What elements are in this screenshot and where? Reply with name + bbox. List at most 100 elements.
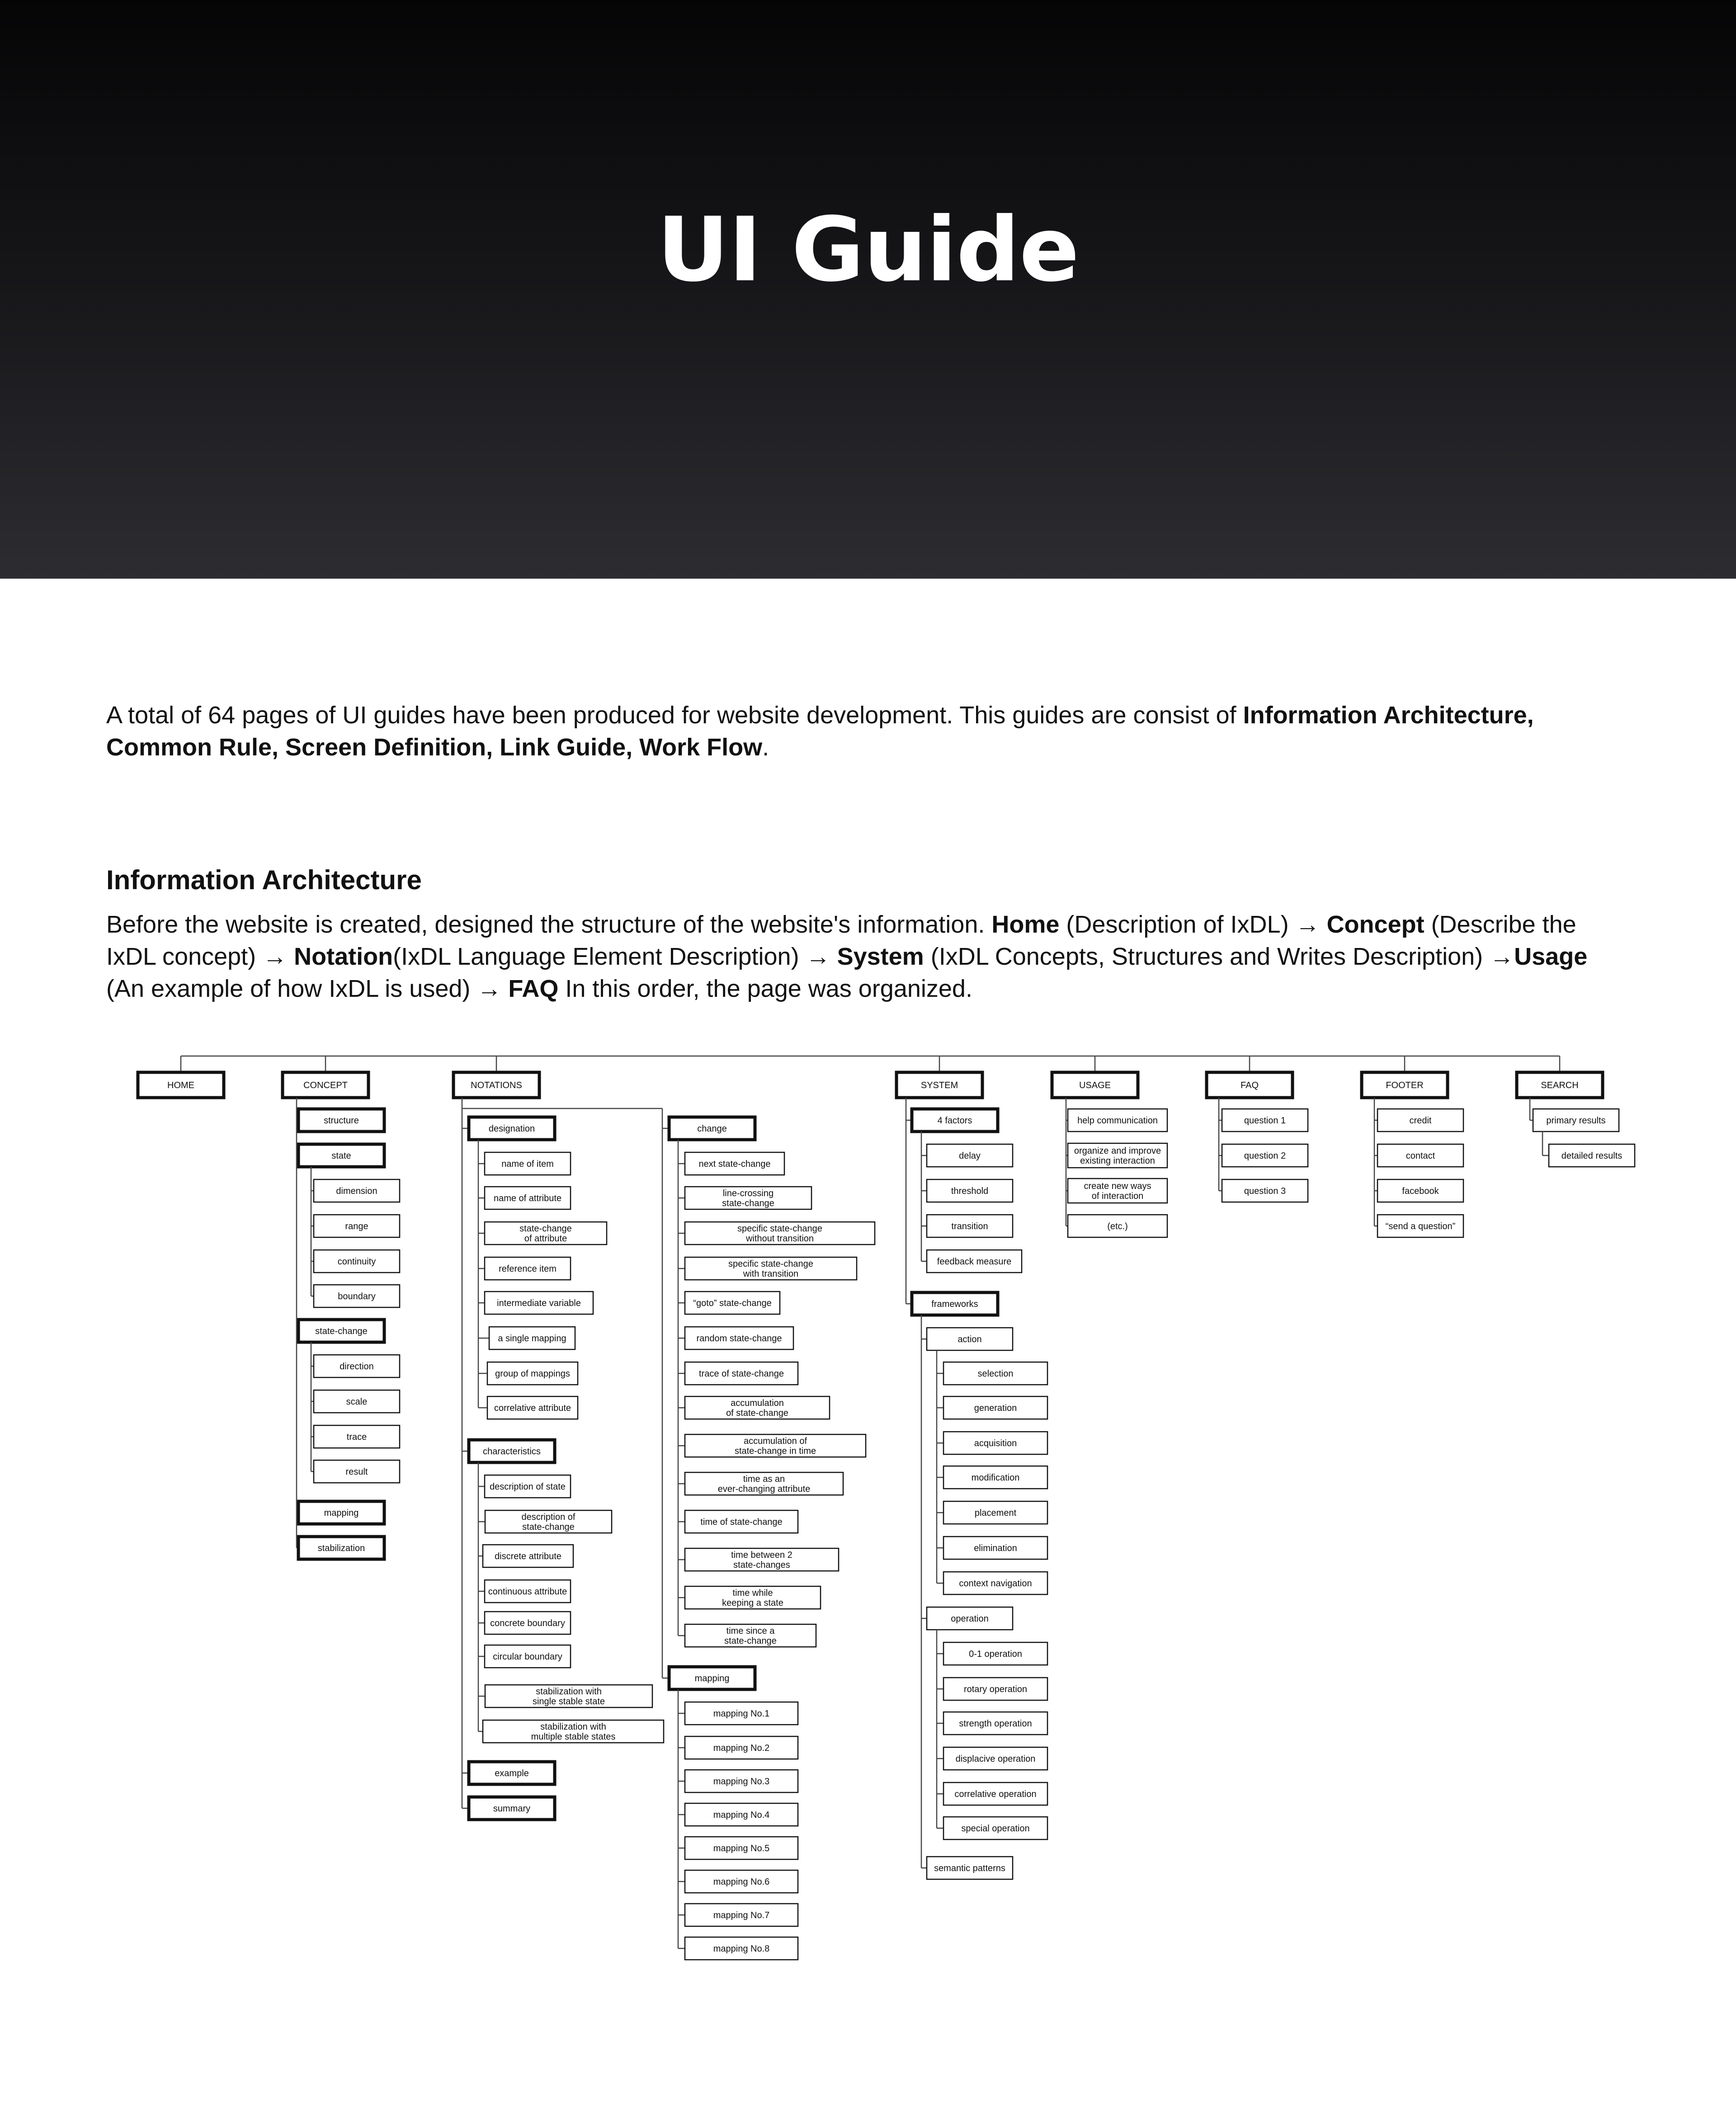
concept-state-dimension[interactable]: dimension xyxy=(313,1179,401,1203)
change-random-state-change[interactable]: random state-change xyxy=(684,1326,794,1350)
footer-facebook[interactable]: facebook xyxy=(1377,1179,1464,1203)
characteristics-continuous-attribute[interactable]: continuous attribute xyxy=(484,1579,571,1603)
root-node-notations[interactable]: NOTATIONS xyxy=(452,1071,541,1099)
concept-node-state-change[interactable]: state-change xyxy=(297,1318,386,1344)
root-node-search[interactable]: SEARCH xyxy=(1515,1071,1604,1099)
four-factors-transition[interactable]: transition xyxy=(926,1214,1014,1238)
root-node-footer[interactable]: FOOTER xyxy=(1360,1071,1449,1099)
concept-state-change-direction[interactable]: direction xyxy=(313,1354,401,1378)
notations-node-designation[interactable]: designation xyxy=(467,1115,557,1141)
operation-displacive-operation[interactable]: displacive operation xyxy=(943,1746,1048,1771)
action-generation[interactable]: generation xyxy=(943,1396,1048,1420)
designation-correlative-attribute[interactable]: correlative attribute xyxy=(486,1396,579,1420)
characteristics-description-of-state[interactable]: description of state xyxy=(484,1474,571,1499)
notations-node-mapping-group[interactable]: mapping xyxy=(667,1665,757,1691)
action-context-navigation[interactable]: context navigation xyxy=(943,1571,1048,1595)
designation-group-of-mappings[interactable]: group of mappings xyxy=(486,1361,579,1386)
concept-state-change-trace[interactable]: trace xyxy=(313,1424,401,1449)
mapping-mapping-no-8[interactable]: mapping No.8 xyxy=(684,1936,799,1961)
concept-state-change-result[interactable]: result xyxy=(313,1459,401,1484)
operation-0-1-operation[interactable]: 0-1 operation xyxy=(943,1641,1048,1666)
notations-node-example[interactable]: example xyxy=(467,1760,557,1786)
frameworks-operation[interactable]: operation xyxy=(926,1606,1014,1631)
operation-rotary-operation[interactable]: rotary operation xyxy=(943,1677,1048,1701)
mapping-mapping-no-2[interactable]: mapping No.2 xyxy=(684,1735,799,1760)
system-node-4-factors[interactable]: 4 factors xyxy=(910,1107,1000,1133)
concept-state-continuity[interactable]: continuity xyxy=(313,1249,401,1273)
concept-node-stabilization[interactable]: stabilization xyxy=(297,1535,386,1561)
change-time-of-state-change[interactable]: time of state-change xyxy=(684,1509,799,1534)
change-goto-state-change[interactable]: “goto” state-change xyxy=(684,1291,781,1315)
characteristics-concrete-boundary[interactable]: concrete boundary xyxy=(484,1611,571,1635)
usage-etc[interactable]: (etc.) xyxy=(1067,1214,1168,1238)
designation-intermediate-variable[interactable]: intermediate variable xyxy=(484,1291,594,1315)
concept-node-structure[interactable]: structure xyxy=(297,1107,386,1133)
search-detailed-results[interactable]: detailed results xyxy=(1548,1143,1636,1168)
notations-node-characteristics[interactable]: characteristics xyxy=(467,1438,557,1464)
mapping-mapping-no-3[interactable]: mapping No.3 xyxy=(684,1769,799,1793)
root-node-home[interactable]: HOME xyxy=(136,1071,226,1099)
frameworks-action[interactable]: action xyxy=(926,1327,1014,1351)
root-node-usage[interactable]: USAGE xyxy=(1050,1071,1140,1099)
faq-question-1[interactable]: question 1 xyxy=(1221,1108,1309,1132)
mapping-mapping-no-4[interactable]: mapping No.4 xyxy=(684,1802,799,1827)
four-factors-feedback-measure[interactable]: feedback measure xyxy=(926,1249,1023,1273)
faq-question-2[interactable]: question 2 xyxy=(1221,1143,1309,1168)
footer-credit[interactable]: credit xyxy=(1377,1108,1464,1132)
mapping-mapping-no-1[interactable]: mapping No.1 xyxy=(684,1701,799,1726)
notations-node-summary[interactable]: summary xyxy=(467,1795,557,1821)
concept-node-mapping[interactable]: mapping xyxy=(297,1500,386,1526)
characteristics-discrete-attribute[interactable]: discrete attribute xyxy=(482,1544,574,1568)
root-node-concept[interactable]: CONCEPT xyxy=(281,1071,370,1099)
four-factors-threshold[interactable]: threshold xyxy=(926,1179,1014,1203)
four-factors-delay[interactable]: delay xyxy=(926,1143,1014,1168)
action-acquisition[interactable]: acquisition xyxy=(943,1431,1048,1455)
concept-state-range[interactable]: range xyxy=(313,1214,401,1238)
action-modification[interactable]: modification xyxy=(943,1465,1048,1490)
change-next-state-change[interactable]: next state-change xyxy=(684,1151,785,1176)
designation-reference-item[interactable]: reference item xyxy=(484,1256,571,1281)
designation-a-single-mapping[interactable]: a single mapping xyxy=(488,1326,576,1350)
action-placement[interactable]: placement xyxy=(943,1500,1048,1525)
mapping-mapping-no-7[interactable]: mapping No.7 xyxy=(684,1903,799,1927)
footer-send-a-question[interactable]: “send a question” xyxy=(1377,1214,1464,1238)
concept-state-boundary[interactable]: boundary xyxy=(313,1284,401,1308)
footer-contact[interactable]: contact xyxy=(1377,1143,1464,1168)
mapping-mapping-no-5[interactable]: mapping No.5 xyxy=(684,1836,799,1860)
system-node-frameworks[interactable]: frameworks xyxy=(910,1291,1000,1317)
designation-name-of-attribute[interactable]: name of attribute xyxy=(484,1186,571,1210)
root-node-faq[interactable]: FAQ xyxy=(1205,1071,1294,1099)
operation-correlative-operation[interactable]: correlative operation xyxy=(943,1782,1048,1806)
characteristics-circular-boundary[interactable]: circular boundary xyxy=(484,1644,571,1669)
action-elimination[interactable]: elimination xyxy=(943,1536,1048,1560)
designation-name-of-item[interactable]: name of item xyxy=(484,1151,571,1176)
operation-special-operation[interactable]: special operation xyxy=(943,1816,1048,1840)
concept-state-change-scale[interactable]: scale xyxy=(313,1389,401,1414)
root-node-system[interactable]: SYSTEM xyxy=(895,1071,984,1099)
search-primary-results[interactable]: primary results xyxy=(1532,1108,1620,1132)
change-trace-of-state-change[interactable]: trace of state-change xyxy=(684,1361,799,1386)
faq-question-3[interactable]: question 3 xyxy=(1221,1179,1309,1203)
notations-node-change-group[interactable]: change xyxy=(667,1115,757,1141)
frameworks-semantic-patterns[interactable]: semantic patterns xyxy=(926,1856,1014,1880)
concept-node-state[interactable]: state xyxy=(297,1142,386,1169)
action-selection[interactable]: selection xyxy=(943,1361,1048,1386)
usage-help-communication[interactable]: help communication xyxy=(1067,1108,1168,1132)
operation-strength-operation[interactable]: strength operation xyxy=(943,1711,1048,1735)
mapping-mapping-no-6[interactable]: mapping No.6 xyxy=(684,1869,799,1894)
